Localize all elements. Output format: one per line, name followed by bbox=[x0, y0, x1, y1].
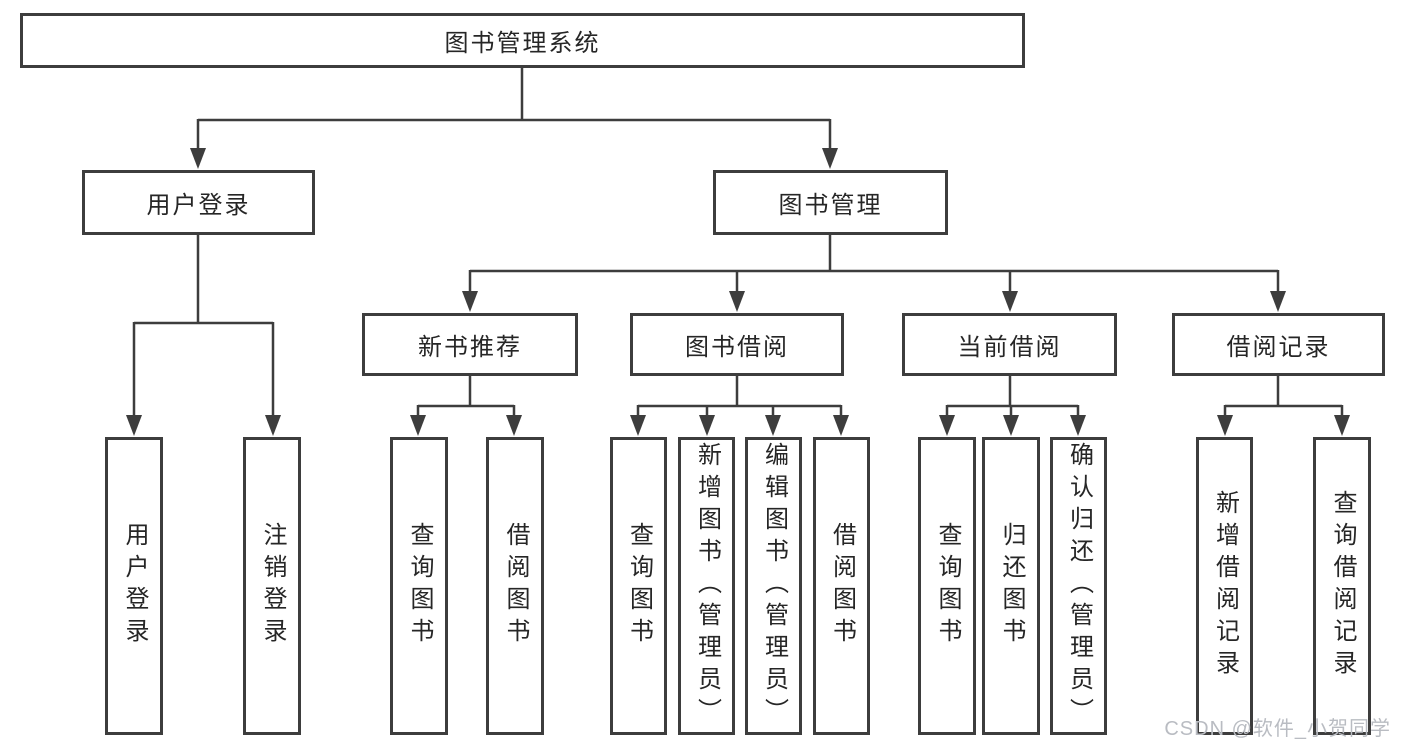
node-label: 用户登录 bbox=[146, 192, 251, 219]
node-new-book-recommendation: 新书推荐 bbox=[362, 313, 578, 376]
node-label: 查询图书 bbox=[625, 522, 653, 650]
node-label: 当前借阅 bbox=[957, 334, 1062, 361]
watermark-csdn: CSDN @软件_小贺同学 bbox=[1164, 718, 1391, 740]
node-add-book-admin: 新增图书（管理员） bbox=[678, 437, 735, 735]
node-borrow-books-borrowing: 借阅图书 bbox=[813, 437, 870, 735]
node-label: 查询图书 bbox=[934, 522, 961, 650]
node-logout: 注销登录 bbox=[243, 437, 301, 735]
node-label: 图书管理 bbox=[778, 192, 883, 219]
node-query-books-borrowing: 查询图书 bbox=[610, 437, 667, 735]
node-label: 借阅图书 bbox=[828, 522, 856, 650]
node-label: 用户登录 bbox=[121, 522, 148, 650]
node-user-login: 用户登录 bbox=[82, 170, 315, 235]
node-book-borrowing: 图书借阅 bbox=[630, 313, 844, 376]
node-return-books: 归还图书 bbox=[982, 437, 1040, 735]
node-user-login-leaf: 用户登录 bbox=[105, 437, 163, 735]
node-borrowing-records: 借阅记录 bbox=[1172, 313, 1385, 376]
node-label: 借阅图书 bbox=[502, 522, 529, 650]
node-query-borrow-record: 查询借阅记录 bbox=[1313, 437, 1371, 735]
node-query-books-newbooks: 查询图书 bbox=[390, 437, 448, 735]
node-confirm-return-admin: 确认归还（管理员） bbox=[1050, 437, 1107, 735]
node-label: 查询图书 bbox=[406, 522, 433, 650]
node-edit-book-admin: 编辑图书（管理员） bbox=[745, 437, 802, 735]
node-library-management-system: 图书管理系统 bbox=[20, 13, 1025, 68]
node-label: 图书管理系统 bbox=[444, 30, 601, 57]
node-label: 归还图书 bbox=[998, 522, 1025, 650]
node-borrow-books-newbooks: 借阅图书 bbox=[486, 437, 544, 735]
node-label: 编辑图书（管理员） bbox=[760, 442, 788, 730]
node-label: 确认归还（管理员） bbox=[1065, 442, 1093, 730]
node-book-management: 图书管理 bbox=[713, 170, 948, 235]
node-label: 借阅记录 bbox=[1226, 334, 1331, 361]
node-label: 新增图书（管理员） bbox=[693, 442, 721, 730]
node-label: 新增借阅记录 bbox=[1211, 490, 1239, 682]
node-label: 新书推荐 bbox=[418, 334, 522, 361]
node-current-borrowing: 当前借阅 bbox=[902, 313, 1117, 376]
node-label: 查询借阅记录 bbox=[1329, 490, 1356, 682]
node-label: 图书借阅 bbox=[685, 334, 789, 361]
node-add-borrow-record: 新增借阅记录 bbox=[1196, 437, 1253, 735]
node-label: 注销登录 bbox=[259, 522, 286, 650]
node-query-books-current: 查询图书 bbox=[918, 437, 976, 735]
